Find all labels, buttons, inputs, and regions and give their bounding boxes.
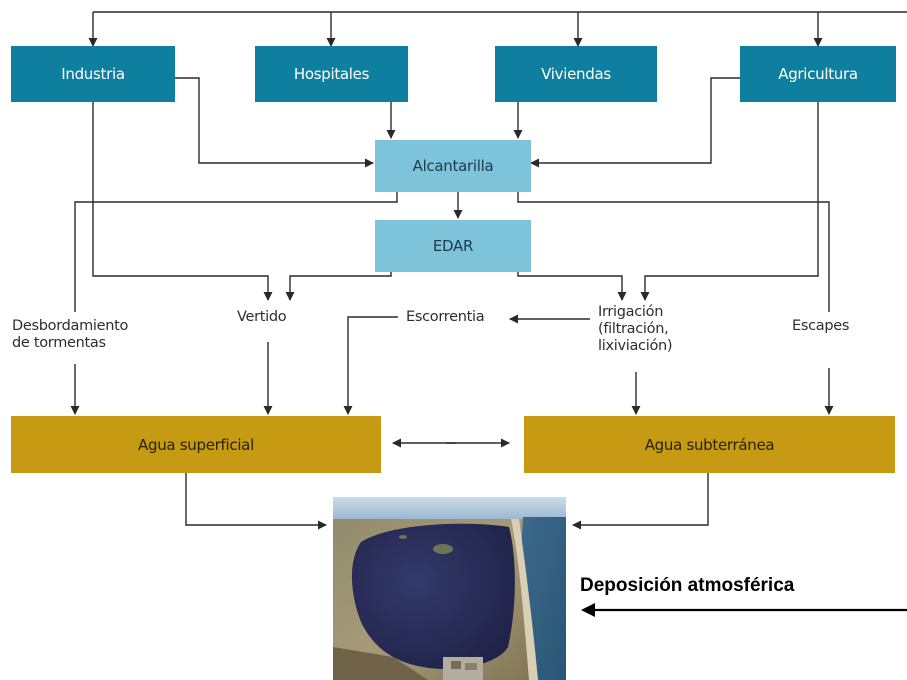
superficial-to-lagoon — [185, 473, 327, 530]
desbordamiento-label: Desbordamiento de tormentas — [12, 318, 128, 352]
desbordamiento-line1: Desbordamiento — [12, 318, 129, 334]
industria-to-vertido — [92, 102, 273, 301]
escapes-label: Escapes — [792, 318, 850, 334]
hospitales-box: Hospitales — [255, 46, 408, 102]
irrigacion-line2: (filtración, — [598, 321, 669, 337]
agua-superficial-box: Agua superficial — [11, 416, 381, 473]
agua-subterranea-label: Agua subterránea — [644, 435, 775, 454]
irrigacion-label: Irrigación (filtración, lixiviación) — [598, 304, 673, 355]
agricultura-box: Agricultura — [740, 46, 896, 102]
escorrentia-to-superficial — [343, 316, 398, 415]
deposition-arrowhead — [581, 603, 595, 617]
edar-to-irrigacion — [517, 252, 627, 301]
alcantarilla-box: Alcantarilla — [375, 140, 531, 192]
hospitales-label: Hospitales — [293, 65, 370, 83]
industria-label: Industria — [61, 65, 125, 83]
agua-superficial-label: Agua superficial — [138, 435, 254, 454]
desbordamiento-line2: de tormentas — [12, 335, 106, 351]
agua-subterranea-box: Agua subterránea — [524, 416, 895, 473]
viviendas-box: Viviendas — [495, 46, 657, 102]
edar-box: EDAR — [375, 220, 531, 272]
viviendas-label: Viviendas — [541, 65, 611, 83]
deposicion-label: Deposición atmosférica — [580, 575, 795, 596]
agricultura-to-irrigacion — [640, 102, 819, 301]
vertido-label: Vertido — [237, 309, 287, 325]
irrigacion-line1: Irrigación — [598, 304, 664, 320]
alcantarilla-to-escapes — [517, 192, 830, 312]
alcantarilla-to-desbordamiento — [74, 192, 398, 312]
irrigacion-line3: lixiviación) — [598, 338, 673, 354]
agricultura-label: Agricultura — [778, 65, 858, 83]
lagoon-aerial-image — [333, 497, 566, 680]
escorrentia-label: Escorrentia — [406, 309, 485, 325]
edar-label: EDAR — [432, 237, 474, 255]
subterranea-to-lagoon — [572, 473, 709, 530]
alcantarilla-label: Alcantarilla — [412, 157, 494, 175]
industria-box: Industria — [11, 46, 175, 102]
agricultura-to-alcantarilla — [530, 77, 740, 168]
industria-to-alcantarilla — [175, 77, 374, 168]
